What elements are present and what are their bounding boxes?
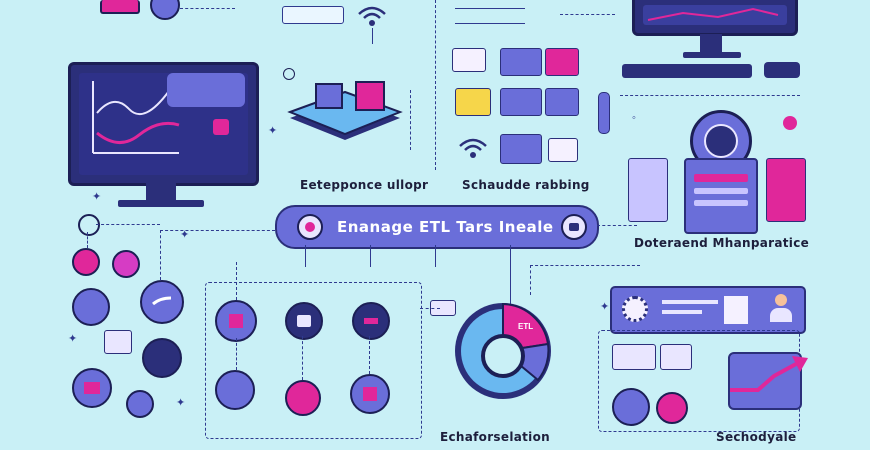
monitor-left <box>68 62 259 186</box>
left-mini-chart <box>104 330 132 354</box>
pie-tag: ETL <box>518 322 534 331</box>
process-box <box>205 282 422 439</box>
banner-left-icon <box>297 214 323 240</box>
tile-4 <box>455 88 491 116</box>
mini-card-2 <box>660 344 692 370</box>
echo-selection-label: Echaforselation <box>440 430 550 444</box>
bottom-right-circle-1 <box>612 388 650 426</box>
profile-card <box>684 158 758 234</box>
top-text-card <box>282 6 344 24</box>
left-circle-outline <box>78 214 100 236</box>
schedule-rabbing-label: Schaudde rabbing <box>462 178 590 192</box>
slider-vertical[interactable] <box>598 92 610 134</box>
tile-2 <box>500 48 542 76</box>
mouse <box>764 62 800 78</box>
top-pink-chip <box>100 0 140 14</box>
left-circle-pink-2 <box>112 250 140 278</box>
keyboard <box>622 64 752 78</box>
tile-3 <box>545 48 579 76</box>
bottom-right-circle-2 <box>656 392 688 424</box>
tile-8 <box>548 138 578 162</box>
bar-mini <box>724 296 748 324</box>
process-circle-6 <box>350 374 390 414</box>
banner-right-icon[interactable] <box>561 214 587 240</box>
monitor-top-right <box>632 0 798 36</box>
tile-1 <box>452 48 486 72</box>
side-panel-right <box>766 158 806 222</box>
process-circle-5 <box>285 380 321 416</box>
schedyale-label: Sechodyale <box>716 430 797 444</box>
user-icon <box>770 294 792 324</box>
etl-banner[interactable]: Enanage ETL Tars Ineale <box>275 205 599 249</box>
wifi-icon-small <box>456 134 490 165</box>
enterprise-label: Eetepponce ullopr <box>300 178 429 192</box>
process-circle-2 <box>285 302 323 340</box>
monitor-left-panel <box>167 73 245 107</box>
process-circle-1 <box>215 300 257 342</box>
top-right-note <box>455 8 525 24</box>
left-circle-globe <box>142 338 182 378</box>
settings-panel[interactable] <box>610 286 806 334</box>
process-circle-4 <box>215 370 255 410</box>
cubes-icon <box>280 78 410 163</box>
wifi-icon <box>355 2 389 35</box>
small-circle-top <box>283 68 295 80</box>
tile-6 <box>545 88 579 116</box>
data-maintenance-label: Doteraend Mhanparatice <box>634 236 810 250</box>
tile-5 <box>500 88 542 116</box>
process-circle-3 <box>352 302 390 340</box>
trend-arrow-icon <box>728 346 812 401</box>
left-circle-chart <box>72 368 112 408</box>
etl-banner-title: Enanage ETL Tars Ineale <box>337 218 554 236</box>
left-circle-purple <box>72 288 110 326</box>
monitor-left-pink-icon <box>213 119 229 135</box>
mini-chart-card <box>612 344 656 370</box>
left-circle-small <box>126 390 154 418</box>
side-panel-left <box>628 158 668 222</box>
left-circle-check <box>140 280 184 324</box>
pink-dot-right <box>783 116 797 130</box>
left-circle-pink-1 <box>72 248 100 276</box>
trend-card <box>728 352 802 410</box>
tile-7 <box>500 134 542 164</box>
top-purple-circle <box>150 0 180 20</box>
pie-chart-icon: ETL <box>448 296 558 411</box>
gear-icon[interactable] <box>622 296 648 322</box>
